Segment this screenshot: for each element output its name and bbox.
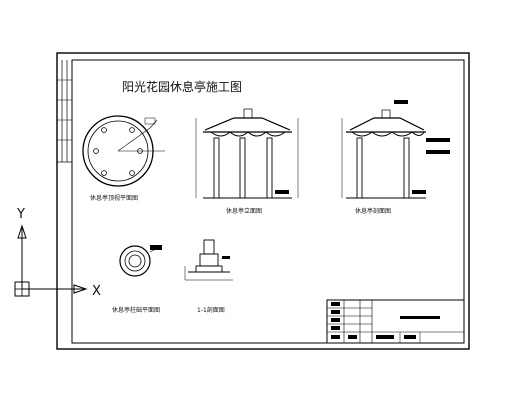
title-block: [326, 299, 465, 344]
ucs-icon: [14, 224, 88, 297]
section-elevation: [341, 100, 450, 199]
plan-view: [82, 115, 165, 187]
ucs-y-label: Y: [16, 207, 25, 222]
section-elevation-caption: 休息亭剖面图: [355, 207, 391, 215]
section-1-1-caption: 1-1剖面图: [197, 306, 225, 314]
front-elevation-caption: 休息亭立面图: [226, 207, 262, 215]
plan-view-caption: 休息亭顶视平面图: [90, 194, 138, 202]
ucs-x-label: X: [92, 284, 101, 299]
column-base-plan-caption: 休息亭柱础平面图: [112, 306, 160, 314]
front-elevation: [195, 108, 299, 199]
section-1-1: [184, 239, 233, 281]
sheet-outer-border: [56, 52, 470, 350]
sheet-inner-border: [71, 59, 465, 344]
column-base-plan: [119, 245, 163, 277]
binding-strip: [57, 60, 72, 163]
sheet-title: 阳光花园休息亭施工图: [122, 79, 242, 94]
